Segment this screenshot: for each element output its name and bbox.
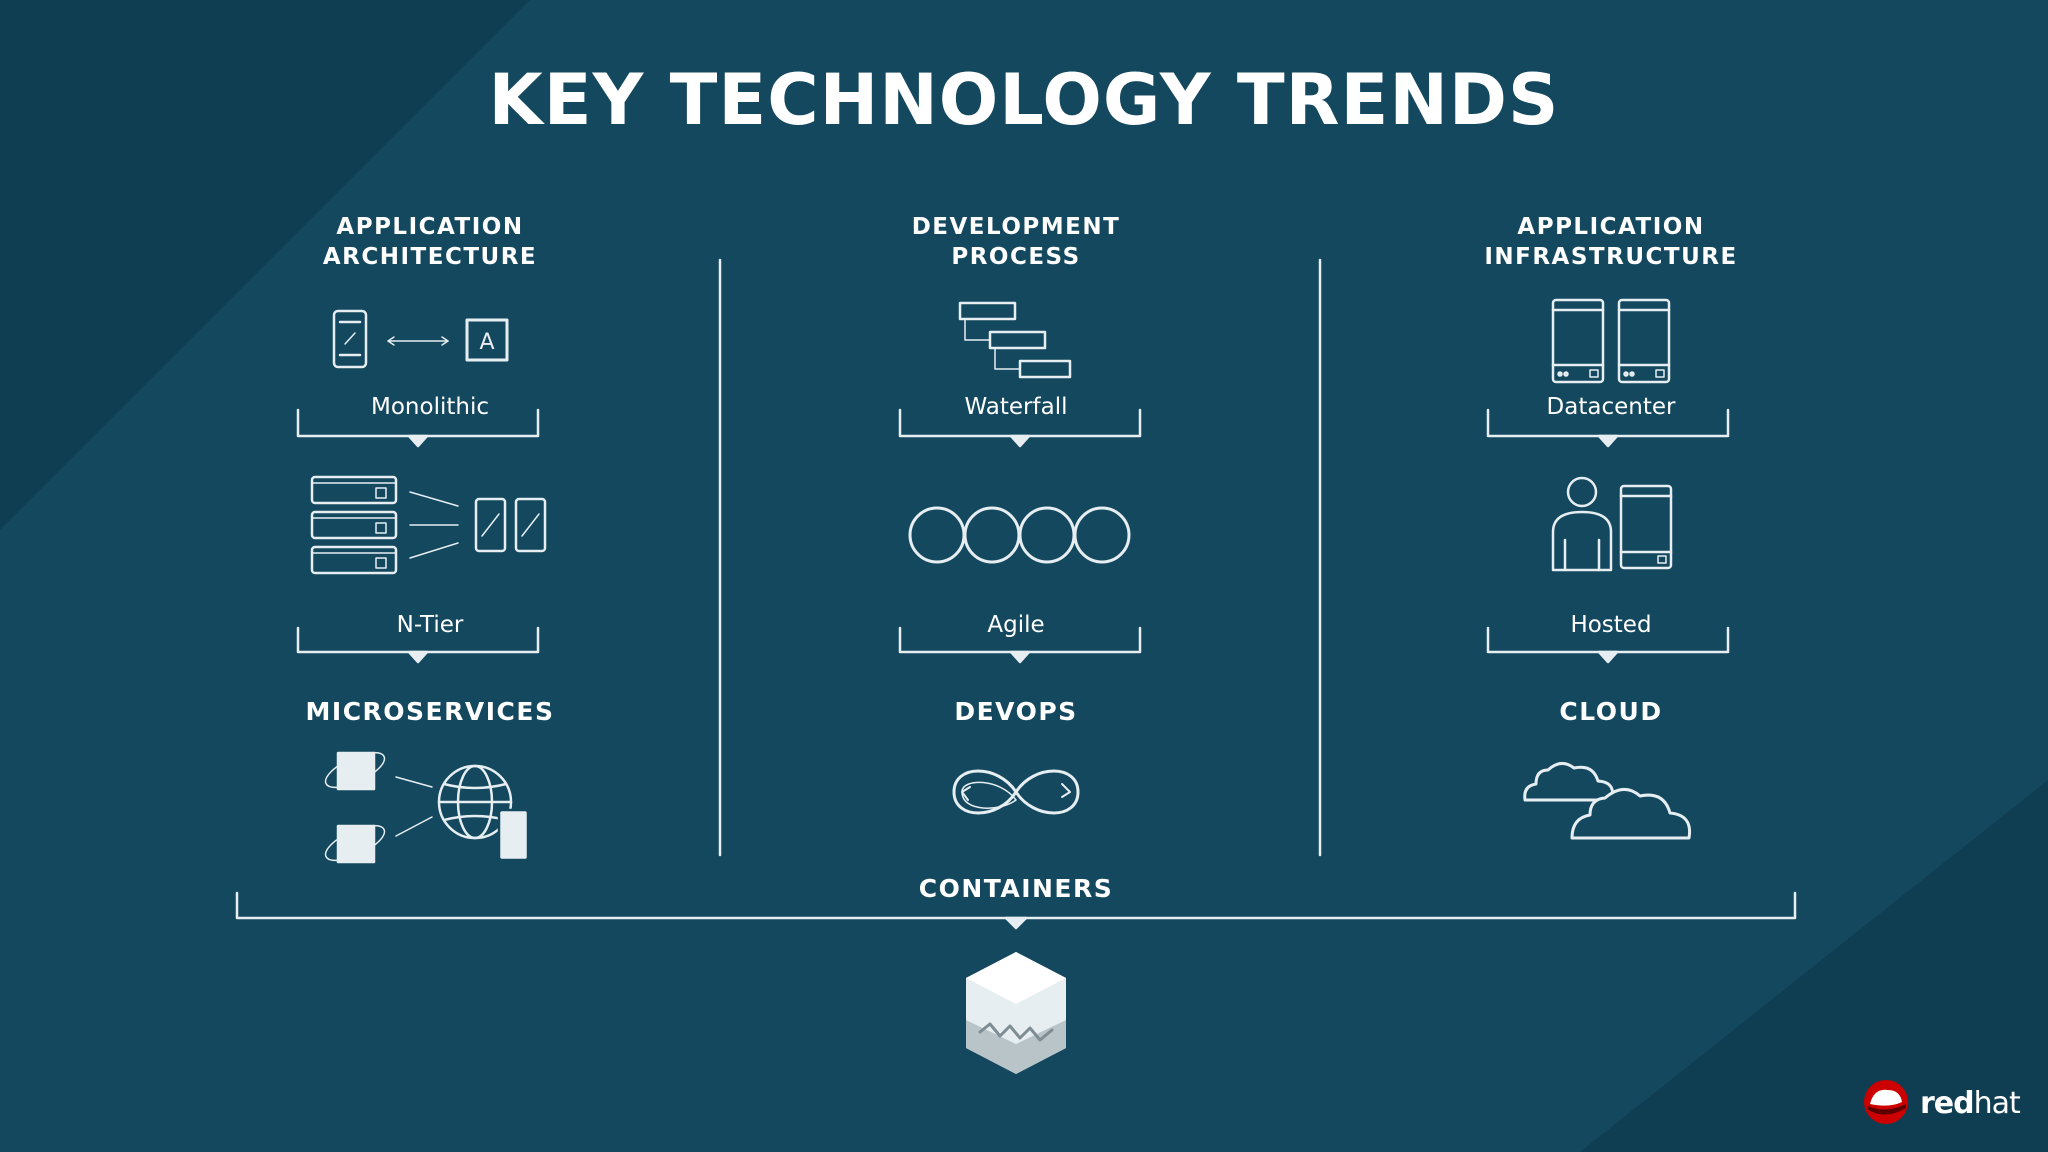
microservices-globe-icon — [324, 751, 530, 864]
phone-to-app-icon — [332, 309, 509, 369]
waterfall-steps-icon — [958, 301, 1072, 379]
heading-line: APPLICATION — [336, 214, 524, 240]
slide-title: KEY TECHNOLOGY TRENDS — [488, 59, 1560, 141]
heading-line: ARCHITECTURE — [322, 244, 538, 270]
app-box-letter: A — [479, 330, 494, 355]
column-heading-process: DEVELOPMENT PROCESS — [816, 212, 1216, 272]
stage-agile: Agile — [987, 612, 1045, 638]
stage-hosted: Hosted — [1570, 612, 1652, 638]
bracket-arrow — [898, 626, 1142, 664]
heading-line: PROCESS — [951, 244, 1081, 270]
column-heading-architecture: APPLICATION ARCHITECTURE — [230, 212, 630, 272]
stage-ntier: N-Tier — [396, 612, 464, 638]
containers-bracket — [235, 891, 1797, 930]
ntier-servers-phones-icon — [310, 475, 547, 575]
datacenter-servers-icon — [1551, 298, 1671, 384]
hosted-person-server-icon — [1551, 476, 1673, 572]
bracket-arrow — [1486, 408, 1730, 448]
logo-word-hat: hat — [1973, 1086, 2021, 1121]
outcome-devops: DEVOPS — [954, 697, 1078, 726]
bracket-arrow — [296, 408, 540, 448]
outcome-cloud: CLOUD — [1559, 697, 1663, 726]
stage-datacenter: Datacenter — [1546, 394, 1676, 420]
logo-word-red: red — [1920, 1086, 1975, 1121]
devops-infinity-icon — [952, 769, 1080, 815]
redhat-shadowman-icon — [1864, 1080, 1908, 1124]
heading-line: APPLICATION — [1517, 214, 1705, 240]
bracket-arrow — [1486, 626, 1730, 664]
containers-label: CONTAINERS — [918, 874, 1114, 903]
bracket-arrow — [296, 626, 540, 664]
heading-line: DEVELOPMENT — [911, 214, 1121, 240]
stage-monolithic: Monolithic — [371, 394, 489, 420]
bracket-arrow — [898, 408, 1142, 448]
heading-line: INFRASTRUCTURE — [1484, 244, 1738, 270]
stage-waterfall: Waterfall — [964, 394, 1068, 420]
redhat-wordmark: redhat — [1920, 1086, 2021, 1122]
redhat-logo: redhat — [1860, 1078, 2021, 1128]
column-heading-infrastructure: APPLICATION INFRASTRUCTURE — [1411, 212, 1811, 272]
agile-loops-icon — [908, 506, 1131, 564]
cloud-icon — [1523, 762, 1692, 840]
container-cube-icon — [966, 952, 1066, 1074]
outcome-microservices: MICROSERVICES — [305, 697, 555, 726]
